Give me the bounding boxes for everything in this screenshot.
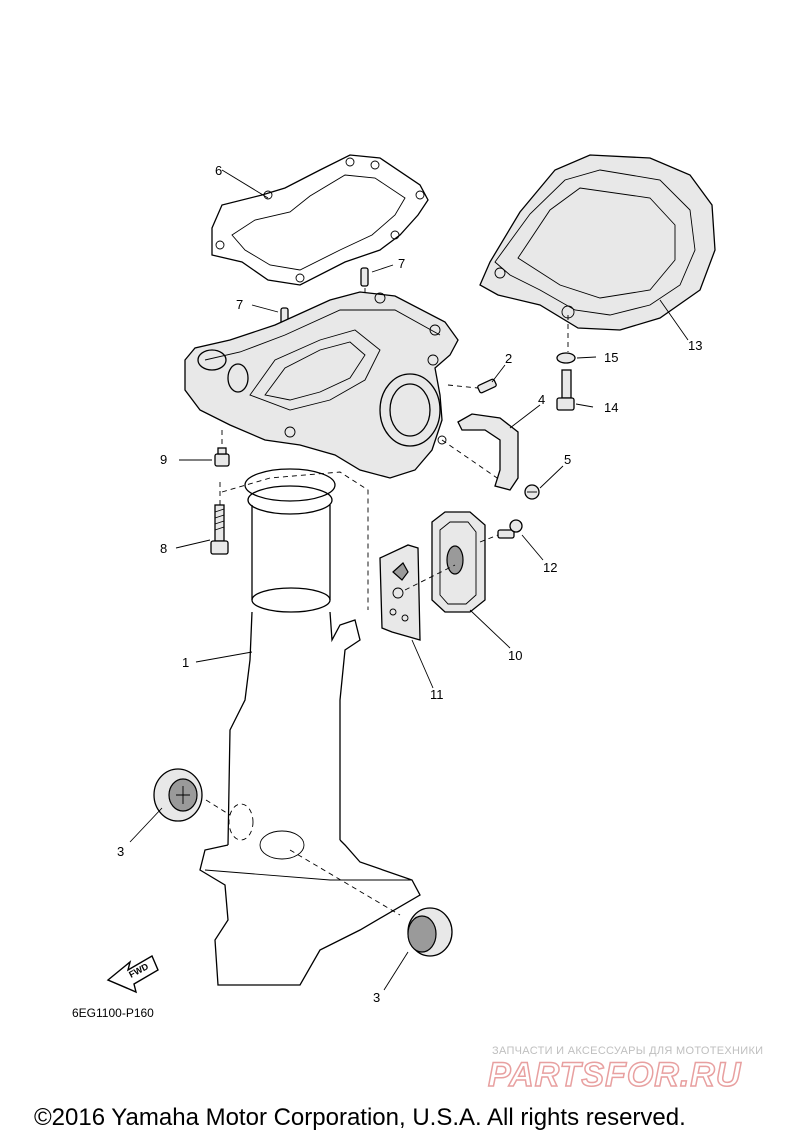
plug-part-3-right [407,907,453,957]
grease-nipple-part-9 [214,447,230,467]
callout-11: 11 [430,687,444,702]
callout-8: 8 [160,541,167,556]
fwd-arrow-icon: FWD [106,954,159,994]
callout-7-upper: 7 [398,256,405,271]
upper-casing-housing [184,291,459,479]
callout-9: 9 [160,452,167,467]
callout-12: 12 [543,560,557,575]
washer-part-15 [556,352,576,364]
cover-part-13 [479,154,716,331]
screw-part-12 [497,519,523,539]
holder-part-10 [431,511,486,613]
callout-labels: 1 2 3 3 4 5 6 7 7 8 9 10 11 12 13 14 15 [117,163,702,1005]
plug-part-3-left [153,768,203,822]
screw-part-5 [524,484,540,500]
callout-14: 14 [604,400,618,415]
gasket-part-6 [211,154,429,286]
watermark-brand-logo: PARTSFOR.RU [487,1055,742,1095]
dowel-pin-part-7-upper [360,267,369,287]
callout-10: 10 [508,648,522,663]
bolt-part-14 [556,369,575,411]
callout-3-left: 3 [117,844,124,859]
callout-3-right: 3 [373,990,380,1005]
callout-5: 5 [564,452,571,467]
drive-shaft-housing-part-1 [199,468,421,986]
callout-2: 2 [505,351,512,366]
callout-6: 6 [215,163,222,178]
copyright-notice: ©2016 Yamaha Motor Corporation, U.S.A. A… [34,1104,686,1131]
diagram-code: 6EG1100-P160 [72,1006,154,1020]
callout-15: 15 [604,350,618,365]
pin-part-2 [477,378,497,394]
callout-13: 13 [688,338,702,353]
bolt-part-8 [210,504,229,555]
callout-4: 4 [538,392,545,407]
callout-7-lower: 7 [236,297,243,312]
callout-1: 1 [182,655,189,670]
bracket-part-4 [457,413,519,491]
leader-lines [129,169,689,991]
plate-part-11 [379,544,421,641]
watermark-tagline: ЗАПЧАСТИ И АКСЕССУАРЫ ДЛЯ МОТОТЕХНИКИ [492,1045,764,1057]
